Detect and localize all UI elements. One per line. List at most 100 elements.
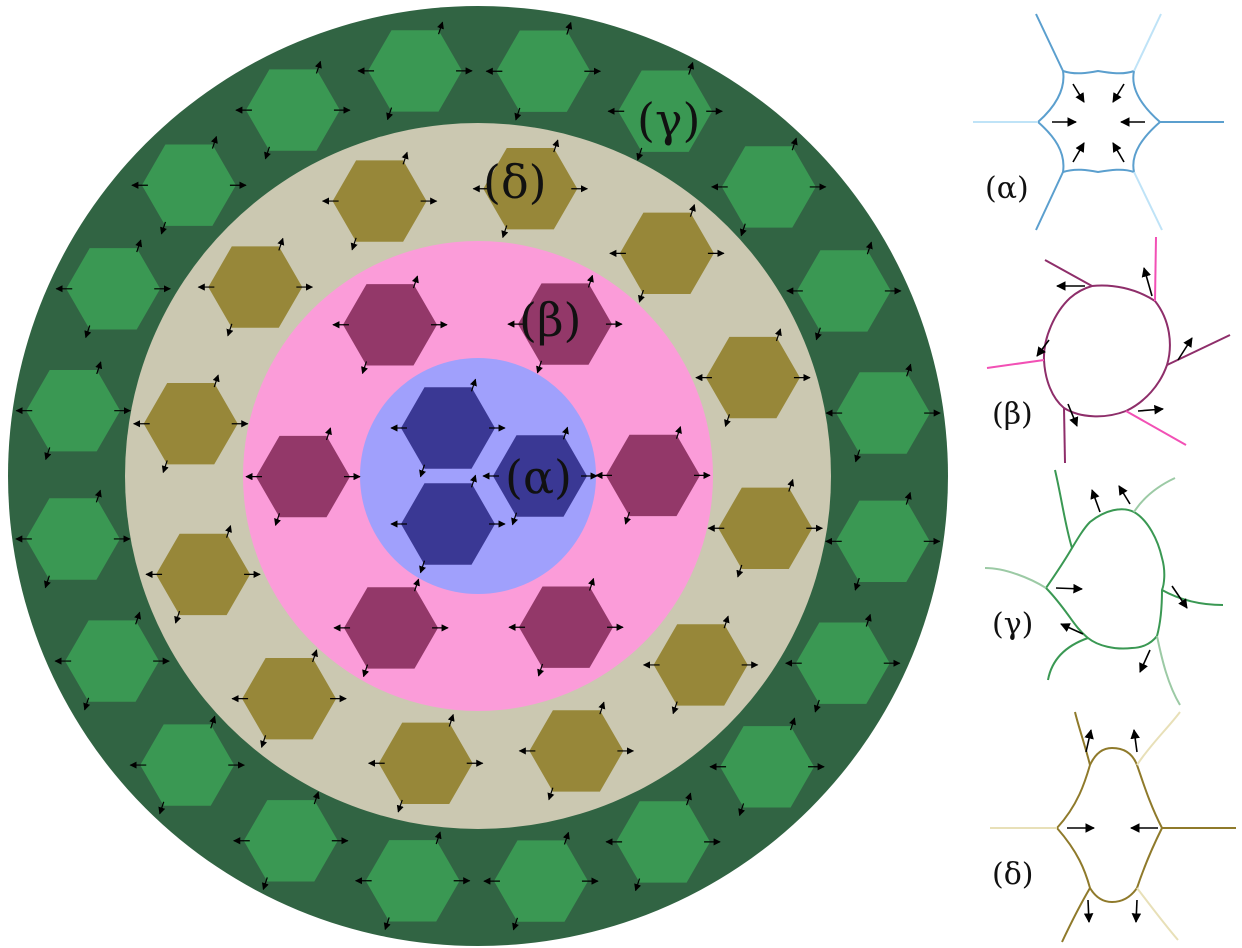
- edge-beta-1: [1044, 259, 1093, 287]
- hex-beta-5-arrow-3: [325, 427, 332, 441]
- edge-alpha-4: [1133, 171, 1163, 231]
- hex-delta-7-arrow-4: [396, 799, 404, 813]
- hex-gamma-8: [709, 717, 825, 817]
- hex-alpha-2-arrow-4: [419, 560, 426, 574]
- hex-delta-7: [368, 713, 484, 813]
- edge-beta-6: [986, 359, 1045, 369]
- hex-alpha-3-arrow-4: [511, 512, 518, 526]
- hex-beta-2-arrow-4: [624, 511, 631, 525]
- hex-delta-5-arrow-3: [722, 615, 730, 629]
- hex-gamma-10-arrow-3: [562, 831, 570, 845]
- hex-delta-3-arrow-3: [774, 328, 782, 342]
- hex-delta-6: [518, 701, 635, 801]
- hex-delta-7-arrow-3: [447, 713, 455, 727]
- hex-delta-5-shape: [653, 624, 748, 706]
- hex-gamma-17: [55, 239, 171, 339]
- edge-gamma-5: [1047, 637, 1089, 681]
- arrow-gamma-6: [1055, 583, 1083, 594]
- hex-gamma-1-arrow-3: [565, 21, 573, 35]
- arrow-gamma-5: [1060, 623, 1084, 635]
- hex-gamma-9-arrow-3: [685, 792, 692, 806]
- hex-gamma-9-shape: [616, 801, 711, 883]
- panel-delta: (δ): [990, 711, 1236, 943]
- hex-gamma-12-shape: [243, 800, 338, 882]
- hex-delta-1-arrow-4: [501, 225, 509, 239]
- hex-gamma-5-arrow-4: [854, 449, 862, 463]
- edge-beta-4: [1125, 410, 1187, 446]
- hex-gamma-11-shape: [365, 840, 460, 922]
- hex-gamma-17-arrow-3: [135, 239, 143, 253]
- hex-gamma-3-arrow-3: [790, 137, 798, 151]
- hex-gamma-2-shape: [618, 70, 713, 152]
- hex-alpha-1-arrow-4: [419, 464, 426, 478]
- hex-delta-9-arrow-4: [174, 610, 182, 624]
- edge-beta-5: [1063, 407, 1066, 464]
- edge-delta-2: [1136, 711, 1181, 766]
- hex-delta-12: [321, 151, 438, 251]
- hex-beta-6-arrow-3: [411, 275, 419, 289]
- hex-gamma-14-shape: [65, 620, 160, 702]
- hex-delta-3: [695, 328, 811, 428]
- hex-delta-2: [609, 203, 725, 303]
- hex-gamma-13-arrow-4: [158, 801, 166, 815]
- hex-beta-3: [508, 577, 624, 677]
- edge-gamma-3: [1161, 589, 1224, 606]
- hex-gamma-5-shape: [836, 372, 931, 454]
- hex-beta-5: [245, 427, 361, 527]
- hex-beta-3-arrow-3: [588, 577, 595, 591]
- arrow-gamma-1: [1090, 489, 1101, 513]
- hex-delta-2-shape: [619, 212, 714, 294]
- hex-alpha-2-shape: [401, 483, 495, 565]
- hex-gamma-14: [54, 611, 170, 711]
- panel-beta: (β): [986, 236, 1231, 464]
- hex-gamma-2-arrow-4: [636, 147, 644, 161]
- hex-gamma-19-arrow-3: [314, 60, 322, 74]
- hex-delta-9-shape: [156, 533, 251, 616]
- hex-gamma-15-shape: [25, 498, 120, 580]
- hex-alpha-1: [390, 378, 506, 478]
- hex-delta-10: [132, 374, 249, 474]
- arrow-gamma-4: [1139, 649, 1151, 673]
- hex-gamma-4-arrow-4: [814, 327, 822, 341]
- hex-beta-3-arrow-4: [537, 663, 545, 677]
- hex-delta-11-shape: [208, 246, 303, 328]
- hex-beta-4-arrow-4: [362, 664, 370, 678]
- hex-gamma-2-arrow-3: [687, 61, 695, 75]
- hex-delta-2-arrow-3: [688, 203, 696, 217]
- hex-gamma-10-shape: [494, 840, 588, 922]
- hex-gamma-1-shape: [496, 30, 591, 112]
- hex-delta-1: [472, 139, 588, 239]
- hex-beta-6-arrow-4: [361, 361, 368, 375]
- hex-alpha-1-shape: [401, 387, 495, 469]
- edge-gamma-1: [1054, 469, 1073, 549]
- hex-gamma-20: [357, 21, 473, 121]
- hex-delta-4: [707, 478, 824, 578]
- label-delta-panel: (δ): [992, 857, 1033, 892]
- hex-gamma-11: [354, 831, 471, 931]
- hexagon-cells: [15, 21, 941, 931]
- hex-gamma-11-arrow-4: [383, 917, 391, 931]
- hex-gamma-18-shape: [141, 144, 236, 226]
- arrow-beta-3: [1177, 337, 1193, 361]
- hex-beta-5-arrow-4: [274, 513, 281, 527]
- hex-gamma-20-shape: [368, 30, 462, 112]
- hex-gamma-3-shape: [721, 146, 816, 228]
- hex-delta-10-shape: [143, 383, 238, 465]
- hex-gamma-14-arrow-3: [134, 611, 142, 625]
- hex-gamma-15-arrow-4: [43, 575, 51, 589]
- hex-delta-12-shape: [332, 160, 427, 242]
- hex-gamma-12-arrow-4: [261, 877, 269, 891]
- edge-beta-2: [1154, 236, 1157, 302]
- hex-gamma-13-shape: [140, 724, 235, 806]
- hex-gamma-18: [131, 135, 247, 235]
- arrow-gamma-3: [1171, 585, 1188, 609]
- hex-beta-2-arrow-3: [675, 425, 682, 439]
- edge-alpha-2: [1133, 13, 1162, 72]
- hex-delta-6-shape: [529, 710, 624, 792]
- hex-gamma-5: [825, 363, 941, 463]
- hex-gamma-19-arrow-4: [264, 146, 271, 160]
- hex-gamma-10: [483, 831, 599, 931]
- label-beta-main: (β): [519, 293, 582, 347]
- arrow-delta-5: [1083, 899, 1094, 923]
- hex-delta-10-arrow-4: [161, 460, 169, 474]
